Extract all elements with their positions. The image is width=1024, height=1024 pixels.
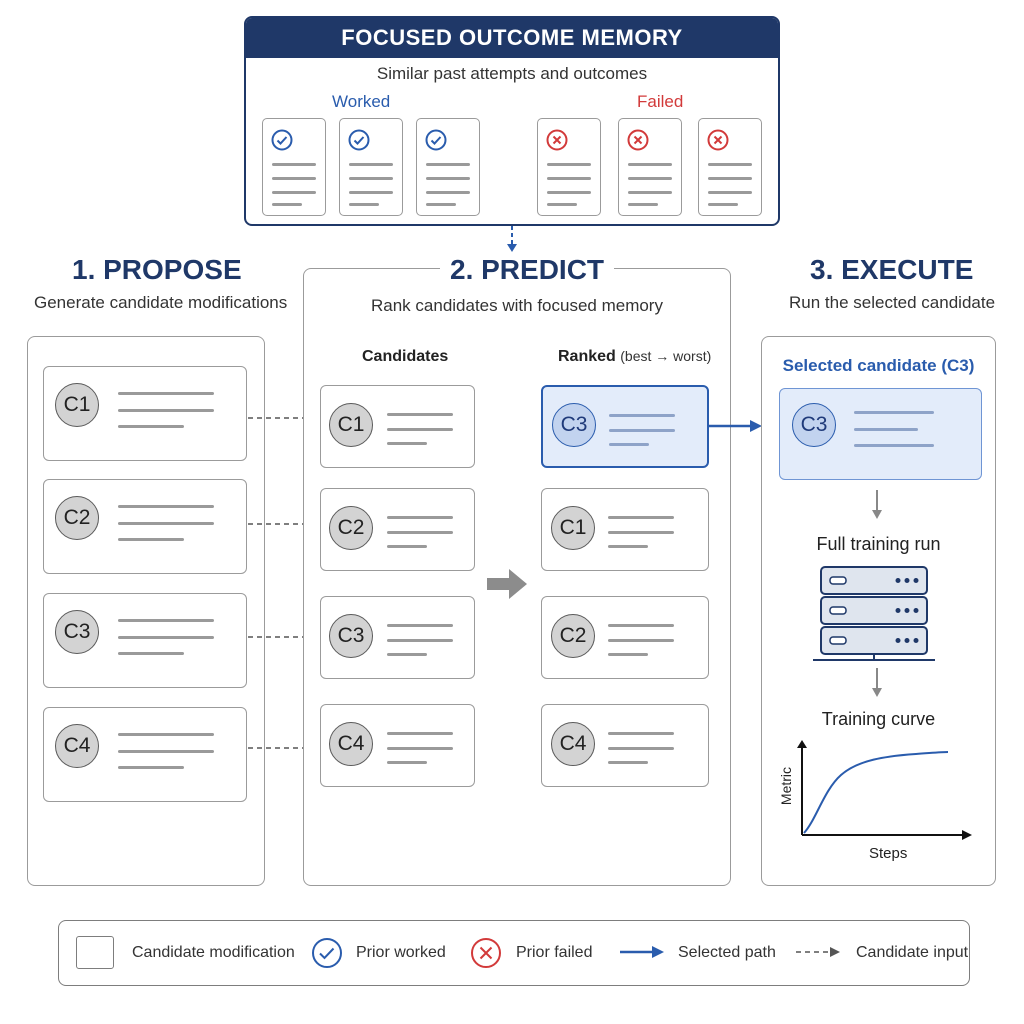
execute-title: 3. EXECUTE [810,254,974,285]
candidate-circle: C2 [551,614,595,658]
failed-doc [618,118,682,216]
y-axis-label: Metric [778,766,794,806]
failed-doc [698,118,762,216]
legend-input-text: Candidate input [856,944,969,961]
legend-selected-arrow [620,946,664,958]
candidate-circle: C3 [329,614,373,658]
memory-header: FOCUSED OUTCOME MEMORY [246,18,778,58]
x-icon [627,129,649,151]
memory-subtitle: Similar past attempts and outcomes [376,64,648,83]
ranked-card-selected: C3 [541,385,709,468]
propose-title: 1. PROPOSE [72,254,242,285]
candidate-circle: C2 [329,506,373,550]
candidate-circle: C1 [55,383,99,427]
legend-input-arrow [796,947,840,957]
legend-worked-text: Prior worked [356,944,446,961]
predict-card: C4 [320,704,475,787]
worked-label: Worked [332,92,391,111]
candidates-header: Candidates [362,348,449,365]
legend-failed-text: Prior failed [516,944,593,961]
candidate-circle: C3 [552,403,596,447]
check-icon [271,129,293,151]
execute-subtitle: Run the selected candidate [789,293,996,312]
memory-title: FOCUSED OUTCOME MEMORY [341,25,683,50]
selected-path-arrow [708,420,762,432]
propose-card: C1 [43,366,247,461]
training-curve-plot [797,740,972,840]
candidate-circle: C4 [55,724,99,768]
ranked-header: Ranked (best → worst) [558,348,711,366]
legend-candidate-swatch [76,936,114,969]
worked-doc [262,118,326,216]
failed-label: Failed [637,92,684,111]
down-arrow [872,490,882,519]
rank-arrow-icon [487,569,527,599]
x-icon [471,938,501,968]
legend-selected-text: Selected path [678,944,776,961]
training-curve-label: Training curve [821,709,936,729]
candidate-circle: C1 [329,403,373,447]
ranked-label: Ranked [558,348,616,365]
x-icon [707,129,729,151]
selected-candidate-label: Selected candidate (C3) [782,356,975,375]
selected-candidate-card: C3 [779,388,982,480]
predict-card: C2 [320,488,475,571]
ranked-card: C4 [541,704,709,787]
ranked-card: C2 [541,596,709,679]
candidate-circle: C4 [551,722,595,766]
check-icon [312,938,342,968]
candidate-circle: C3 [792,403,836,447]
worked-doc [339,118,403,216]
worked-doc [416,118,480,216]
candidate-circle: C1 [551,506,595,550]
propose-card: C3 [43,593,247,688]
predict-title: 2. PREDICT [440,254,615,286]
memory-arrow [507,226,517,252]
x-icon [546,129,568,151]
candidate-circle: C4 [329,722,373,766]
candidate-circle: C2 [55,496,99,540]
full-run-label: Full training run [816,534,941,554]
ranked-note: (best → worst) [620,348,712,364]
server-icon [813,566,935,661]
check-icon [348,129,370,151]
failed-doc [537,118,601,216]
propose-card: C2 [43,479,247,574]
check-icon [425,129,447,151]
memory-panel: FOCUSED OUTCOME MEMORY [244,16,780,226]
down-arrow [872,668,882,697]
predict-card: C3 [320,596,475,679]
candidate-circle: C3 [55,610,99,654]
legend-candidate-text: Candidate modification [132,944,295,961]
x-axis-label: Steps [869,845,908,862]
legend [58,920,970,986]
propose-card: C4 [43,707,247,802]
predict-card: C1 [320,385,475,468]
ranked-card: C1 [541,488,709,571]
predict-subtitle: Rank candidates with focused memory [371,296,663,315]
propose-subtitle: Generate candidate modifications [34,293,288,312]
training-curve-line [803,751,949,834]
